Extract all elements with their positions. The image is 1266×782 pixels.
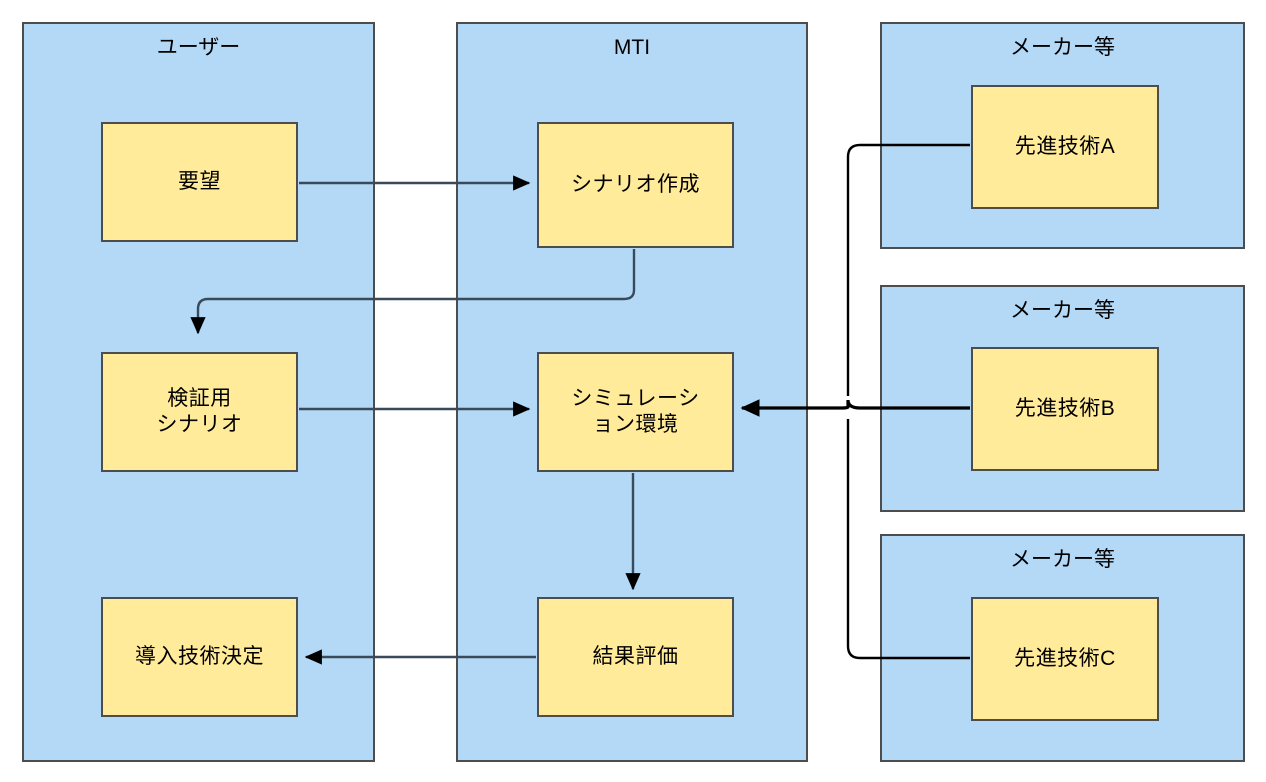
swimlane-user-title: ユーザー xyxy=(156,36,241,59)
swimlane-mti-title: MTI xyxy=(613,36,651,59)
node-tech-b-label: 先進技術B xyxy=(1014,396,1116,420)
node-result-eval[interactable]: 結果評価 xyxy=(537,597,734,717)
node-tech-c[interactable]: 先進技術C xyxy=(971,597,1159,721)
node-verify-scenario-label: 検証用 シナリオ xyxy=(153,386,247,439)
node-decision[interactable]: 導入技術決定 xyxy=(101,597,298,717)
node-verify-scenario[interactable]: 検証用 シナリオ xyxy=(101,352,298,472)
swimlane-maker-a-title: メーカー等 xyxy=(1010,36,1115,59)
node-tech-a-label: 先進技術A xyxy=(1014,134,1116,158)
node-sim-env[interactable]: シミュレーシ ョン環境 xyxy=(537,352,734,472)
node-request[interactable]: 要望 xyxy=(101,122,298,242)
node-scenario-make[interactable]: シナリオ作成 xyxy=(537,122,734,248)
node-result-eval-label: 結果評価 xyxy=(592,644,679,668)
swimlane-maker-b-title: メーカー等 xyxy=(1010,299,1115,322)
node-sim-env-line-2: ョン環境 xyxy=(592,413,679,436)
node-tech-b[interactable]: 先進技術B xyxy=(971,347,1159,471)
node-sim-env-line-1: シミュレーシ xyxy=(571,386,700,410)
node-verify-scenario-line-1: 検証用 xyxy=(167,386,232,410)
node-sim-env-label: シミュレーシ ョン環境 xyxy=(567,386,703,439)
node-decision-label: 導入技術決定 xyxy=(135,644,264,668)
node-tech-c-label: 先進技術C xyxy=(1014,646,1116,670)
node-request-label: 要望 xyxy=(178,169,221,193)
node-scenario-make-label: シナリオ作成 xyxy=(571,172,700,196)
node-tech-a[interactable]: 先進技術A xyxy=(971,85,1159,209)
swimlane-maker-c-title: メーカー等 xyxy=(1010,548,1115,571)
node-verify-scenario-line-2: シナリオ xyxy=(156,413,243,436)
